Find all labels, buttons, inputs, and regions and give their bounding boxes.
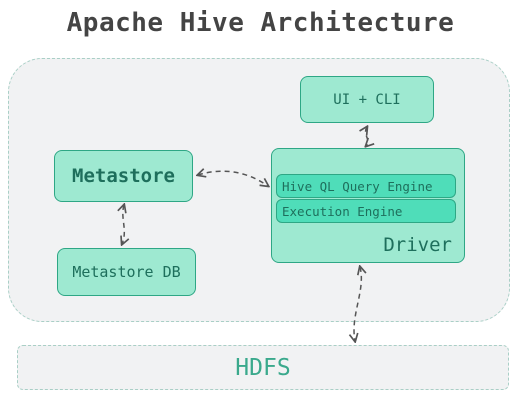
arrow-ui-driver xyxy=(366,127,368,146)
arrow-driver-hdfs xyxy=(354,267,361,341)
driver-node[interactable]: Hive QL Query Engine Execution Engine Dr… xyxy=(271,148,465,263)
diagram-title: Apache Hive Architecture xyxy=(66,8,455,38)
ui-cli-node[interactable]: UI + CLI xyxy=(300,76,434,123)
arrow-metastore-db xyxy=(122,205,124,244)
hive-ql-query-engine[interactable]: Hive QL Query Engine xyxy=(276,174,456,198)
execution-engine[interactable]: Execution Engine xyxy=(276,199,456,223)
hdfs-node[interactable]: HDFS xyxy=(17,345,509,390)
metastore-db-node[interactable]: Metastore DB xyxy=(57,248,196,296)
arrow-metastore-driver xyxy=(198,171,268,186)
driver-label: Driver xyxy=(383,234,452,256)
metastore-node[interactable]: Metastore xyxy=(54,150,193,202)
